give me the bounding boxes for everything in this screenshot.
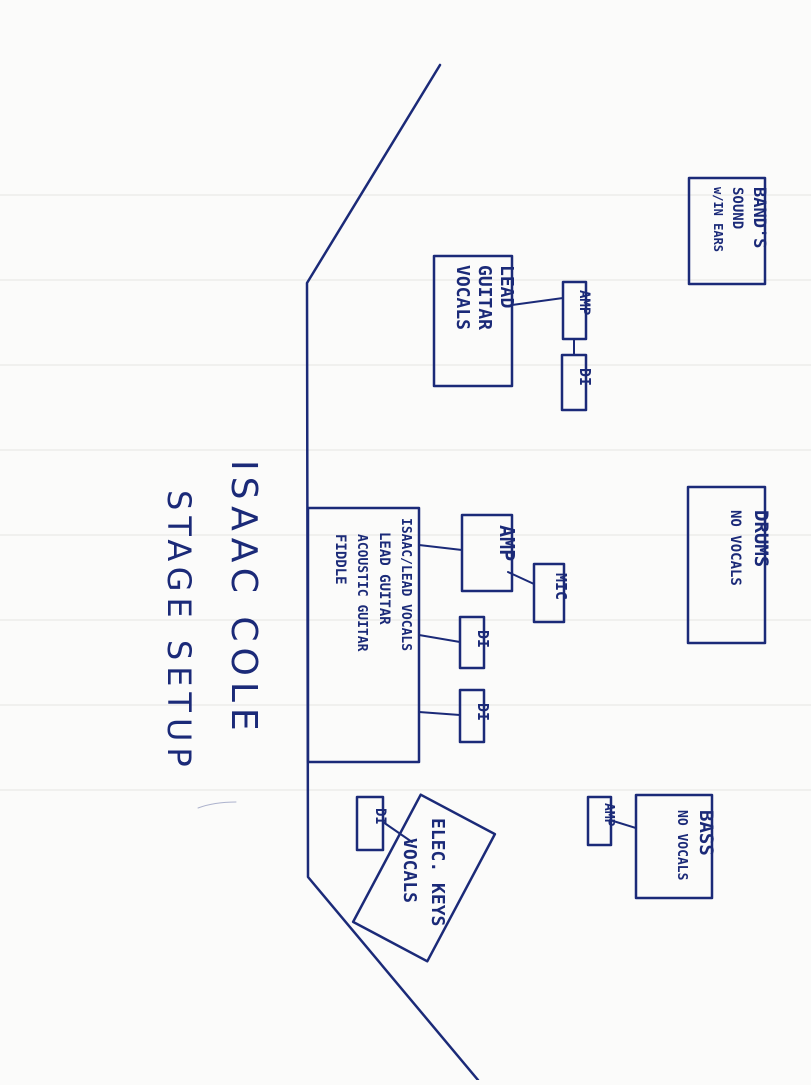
lead-guitar-line-1: LEAD: [496, 265, 517, 309]
bass-box: [634, 793, 714, 900]
isaac-di-2-label: DI: [474, 703, 492, 721]
drums-box: [686, 485, 767, 645]
title-group: ISAAC COLE: [223, 460, 264, 737]
keys-di-box: [355, 795, 385, 852]
keys-line-1: ELEC. KEYS: [427, 818, 448, 926]
bass-line-1: BASS: [695, 810, 717, 856]
title-line-2: STAGE SETUP: [160, 490, 198, 773]
title-group-2: STAGE SETUP: [160, 490, 198, 773]
keys-di-text: DI: [372, 808, 388, 825]
isaac-line-2: LEAD GUITAR: [376, 532, 392, 625]
bass-amp-label: AMP: [601, 803, 616, 827]
bands-sound-box: [687, 176, 767, 286]
lead-di-text: DI: [576, 368, 594, 386]
bands-sound-line-2: SOUND: [729, 187, 745, 229]
isaac-amp-text: AMP: [495, 525, 519, 561]
keys-label: ELEC. KEYS VOCALS: [399, 818, 448, 926]
mic-connector: [507, 571, 535, 585]
lead-amp-label: AMP: [576, 290, 592, 315]
isaac-line-4: FIDDLE: [332, 534, 348, 585]
bass-amp-connector: [609, 819, 637, 829]
keys-box: [351, 793, 497, 963]
mic-text: MIC: [552, 573, 570, 600]
title-line-1: ISAAC COLE: [223, 460, 264, 737]
keys-line-2: VOCALS: [399, 838, 420, 903]
paper-lines: [0, 194, 811, 791]
isaac-line-3: ACOUSTIC GUITAR: [354, 534, 369, 652]
keys-di-label: DI: [372, 808, 388, 825]
isaac-di-2-connector: [418, 711, 461, 716]
bands-sound-label: BAND'S SOUND w/IN EARS: [711, 187, 769, 252]
bass-amp-box: [586, 795, 613, 847]
lead-di-label: DI: [576, 368, 594, 386]
keys-box-group: ELEC. KEYS VOCALS: [351, 793, 497, 963]
mic-box: [532, 562, 566, 624]
mic-label: MIC: [552, 573, 570, 600]
bass-label: BASS NO VOCALS: [674, 810, 717, 881]
lead-guitar-line-3: VOCALS: [452, 265, 473, 330]
isaac-amp-box: [460, 513, 514, 593]
bass-amp-text: AMP: [601, 803, 616, 827]
lead-guitar-box: [432, 254, 514, 388]
isaac-di-1-label: DI: [474, 630, 492, 648]
drums-line-2: NO VOCALS: [727, 510, 743, 586]
isaac-label: ISAAC/LEAD VOCALS LEAD GUITAR ACOUSTIC G…: [332, 518, 413, 652]
isaac-di-1-text: DI: [474, 630, 492, 648]
bands-sound-line-3: w/IN EARS: [711, 187, 725, 252]
keys-di-connector: [382, 821, 413, 843]
drums-label: DRUMS NO VOCALS: [727, 510, 772, 586]
bands-sound-line-1: BAND'S: [749, 187, 769, 248]
isaac-di-1-box: [458, 615, 486, 670]
isaac-line-1: ISAAC/LEAD VOCALS: [398, 518, 413, 651]
lead-guitar-line-2: GUITAR: [474, 265, 495, 330]
lead-di-box: [560, 353, 588, 412]
lead-guitar-label: LEAD GUITAR VOCALS: [452, 265, 517, 330]
bass-line-2: NO VOCALS: [674, 810, 689, 881]
drums-line-1: DRUMS: [750, 510, 772, 567]
isaac-di-2-box: [458, 688, 486, 744]
lead-amp-text: AMP: [576, 290, 592, 315]
isaac-amp-connector: [418, 544, 463, 551]
isaac-di-2-text: DI: [474, 703, 492, 721]
lead-amp-connector: [511, 297, 564, 306]
isaac-amp-label: AMP: [495, 525, 519, 561]
isaac-di-1-connector: [418, 634, 461, 643]
stray-mark: [197, 801, 237, 809]
